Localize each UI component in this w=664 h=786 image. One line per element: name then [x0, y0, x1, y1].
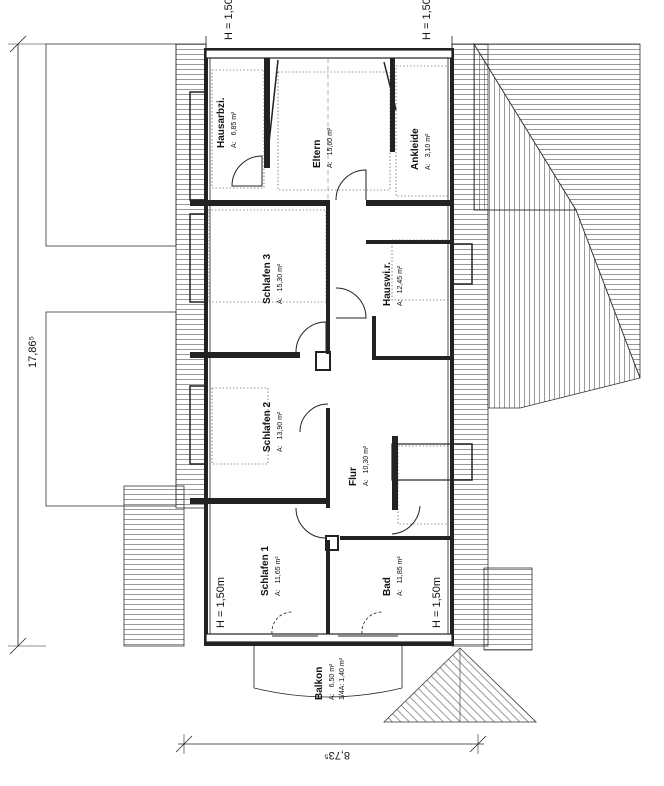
- door-hauswr: [335, 287, 367, 319]
- svg-text:A:3,10 m²: A: 3,10 m²: [425, 133, 432, 170]
- svg-text:A:6,85 m²: A: 6,85 m²: [231, 111, 238, 148]
- height-top-left: H = 1,50: [223, 0, 235, 40]
- svg-text:A:11,85 m²: A: 11,85 m²: [397, 556, 404, 596]
- height-bottom-right: H = 1,50m: [431, 577, 443, 628]
- room-area-bad: 11,85 m²: [397, 556, 404, 584]
- room-area-label-bad: A:: [397, 589, 404, 596]
- room-name-ankleide: Ankleide: [410, 128, 421, 170]
- room-name-schlafen1: Schlafen 1: [260, 546, 271, 596]
- room-name-hauswr: Hauswi.r.: [382, 262, 393, 306]
- room-area-label-schlafen1: A:: [275, 589, 282, 596]
- dimension-length-label: 17,86⁵: [27, 336, 39, 368]
- room-area-schlafen1: 11,65 m²: [275, 556, 282, 584]
- room-area-ankleide: 3,10 m²: [425, 133, 432, 157]
- svg-text:A:15,30 m²: A: 15,30 m²: [277, 263, 284, 304]
- room-area-schlafen3: 15,30 m²: [277, 263, 284, 291]
- room-name-hausarbzi: Hausarbzi.: [216, 97, 227, 148]
- door-bad: [391, 505, 421, 535]
- room-area-label-balkon: A:: [329, 693, 336, 700]
- roof-lower-right: [483, 567, 533, 651]
- room-area-label-schlafen2: A:: [277, 445, 284, 452]
- door-eltern: [335, 169, 367, 201]
- room-area-balkon: 6,50 m²: [329, 663, 336, 687]
- door-schlafen1: [295, 507, 327, 539]
- room-name-bad: Bad: [382, 577, 393, 596]
- neighbor-roof-bottom: [45, 311, 177, 507]
- svg-text:A:15,60 m²: A: 15,60 m²: [327, 127, 334, 168]
- svg-text:A:10,30 m²: A: 10,30 m²: [363, 445, 370, 486]
- balcony: [253, 643, 403, 698]
- room-area2-balkon: 1/4A: 1,40 m²: [339, 657, 346, 700]
- svg-text:A:13,90 m²: A: 13,90 m²: [277, 411, 284, 452]
- room-name-eltern: Eltern: [312, 140, 323, 168]
- neighbor-roof-top: [45, 43, 177, 247]
- dimension-width: [175, 734, 487, 754]
- height-top-right: H = 1,50: [421, 0, 433, 40]
- room-area-label-hauswr: A:: [397, 299, 404, 306]
- room-name-schlafen2: Schlafen 2: [262, 402, 273, 452]
- room-name-flur: Flur: [348, 467, 359, 486]
- height-bottom-left: H = 1,50m: [215, 577, 227, 628]
- svg-text:A:11,65 m²: A: 11,65 m²: [275, 556, 282, 596]
- roof-strip-left-lower: [123, 485, 185, 647]
- room-area-eltern: 15,60 m²: [327, 127, 334, 155]
- room-area-hausarbzi: 6,85 m²: [231, 111, 238, 135]
- room-area-hauswr: 12,45 m²: [397, 265, 404, 293]
- room-area-label-flur: A:: [363, 479, 370, 486]
- door-schlafen2: [299, 403, 329, 433]
- room-area-label-hausarbzi: A:: [231, 141, 238, 148]
- room-name-balkon: Balkon: [314, 667, 325, 700]
- svg-text:A:12,45 m²: A: 12,45 m²: [397, 265, 404, 306]
- room-name-schlafen3: Schlafen 3: [262, 254, 273, 304]
- door-hausarbzi: [231, 155, 263, 187]
- dormer-roof-upper-3: [474, 209, 641, 409]
- door-schlafen3: [295, 321, 327, 353]
- room-area-label-ankleide: A:: [425, 163, 432, 170]
- room-area-label-schlafen3: A:: [277, 297, 284, 304]
- dimension-width-label: 8,73⁵: [324, 749, 350, 761]
- svg-text:A:6,50 m²: A: 6,50 m²: [329, 663, 336, 700]
- room-area-label-eltern: A:: [327, 161, 334, 168]
- roof-strip-left: [175, 43, 207, 509]
- room-area-flur: 10,30 m²: [363, 445, 370, 473]
- dimension-length: [8, 35, 46, 655]
- room-area-schlafen2: 13,90 m²: [277, 411, 284, 439]
